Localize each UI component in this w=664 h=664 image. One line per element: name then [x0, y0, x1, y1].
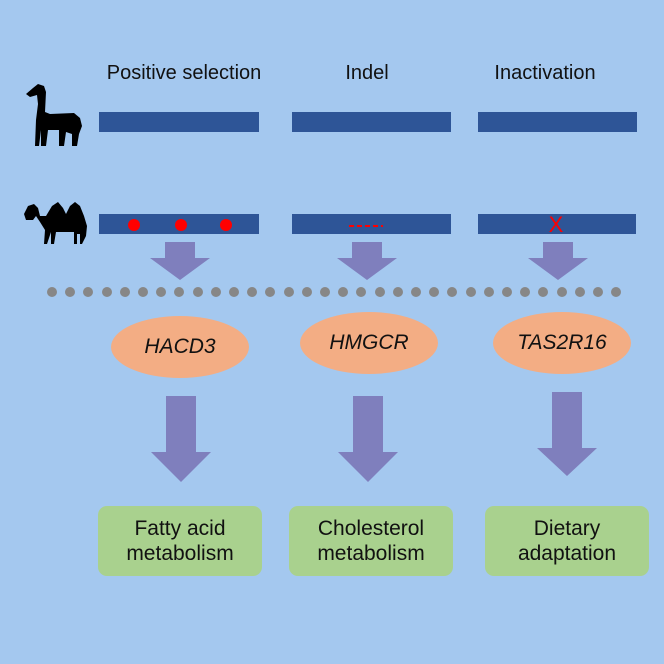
gene-ellipse-hacd3: HACD3 [111, 316, 249, 378]
separator-dot [101, 287, 112, 297]
separator-dot [283, 287, 294, 297]
title-positive-selection: Positive selection [106, 62, 262, 84]
separator-dot [301, 287, 312, 297]
separator-dot [338, 287, 349, 297]
separator-dot [156, 287, 167, 297]
large-arrow-1 [151, 396, 211, 482]
separator-dot [611, 287, 622, 297]
separator-dot [356, 287, 367, 297]
outcome-line-2: metabolism [126, 542, 234, 565]
separator-dot [465, 287, 476, 297]
separator-dot [411, 287, 421, 297]
separator-dot [556, 287, 567, 297]
outcome-line-2: metabolism [317, 542, 425, 565]
gene-ellipse-tas2r16: TAS2R16 [493, 312, 631, 374]
gene-label: HMGCR [329, 331, 409, 354]
gene-label: TAS2R16 [517, 331, 607, 354]
separator-dot [320, 287, 330, 297]
camel-gene-bar-3 [478, 214, 636, 234]
separator-dot [483, 287, 494, 297]
separator-dot [210, 287, 221, 297]
separator-dot [502, 287, 512, 297]
separator-dot [374, 287, 385, 297]
outcome-line-1: Cholesterol [317, 517, 425, 540]
small-arrow-1 [150, 242, 210, 280]
large-arrow-2 [338, 396, 398, 482]
separator-dot [265, 287, 276, 297]
title-inactivation: Inactivation [494, 62, 596, 84]
separator-dot [174, 287, 185, 297]
alpaca-gene-bar-2 [292, 112, 451, 132]
separator-dot [447, 287, 458, 297]
small-arrow-2 [337, 242, 397, 280]
alpaca-gene-bar-1 [99, 112, 259, 132]
separator-dot [83, 287, 94, 297]
separator-dot [192, 287, 203, 297]
small-arrow-3 [528, 242, 588, 280]
gene-label: HACD3 [144, 335, 216, 358]
separator-dot [47, 287, 57, 297]
separator-dot [574, 287, 585, 297]
separator-dot [392, 287, 403, 297]
gene-ellipse-hmgcr: HMGCR [300, 312, 438, 374]
separator-dot [520, 287, 531, 297]
outcome-line-1: Dietary [533, 517, 601, 540]
camel-gene-bar-1 [99, 214, 259, 234]
separator-dot [538, 287, 549, 297]
separator-dot [247, 287, 258, 297]
outcome-line-2: adaptation [517, 542, 617, 565]
inactivation-mark: X [548, 212, 564, 237]
alpaca-gene-bar-3 [478, 112, 637, 132]
outcome-line-1: Fatty acid [134, 517, 226, 540]
large-arrow-3 [537, 392, 597, 476]
camel-gene-bar-2 [292, 214, 451, 234]
separator-dot [429, 287, 440, 297]
separator-dot [593, 287, 603, 297]
separator-dot [229, 287, 239, 297]
separator-dot [65, 287, 76, 297]
separator-dot [138, 287, 148, 297]
title-indel: Indel [345, 62, 389, 84]
separator-dot [119, 287, 130, 297]
